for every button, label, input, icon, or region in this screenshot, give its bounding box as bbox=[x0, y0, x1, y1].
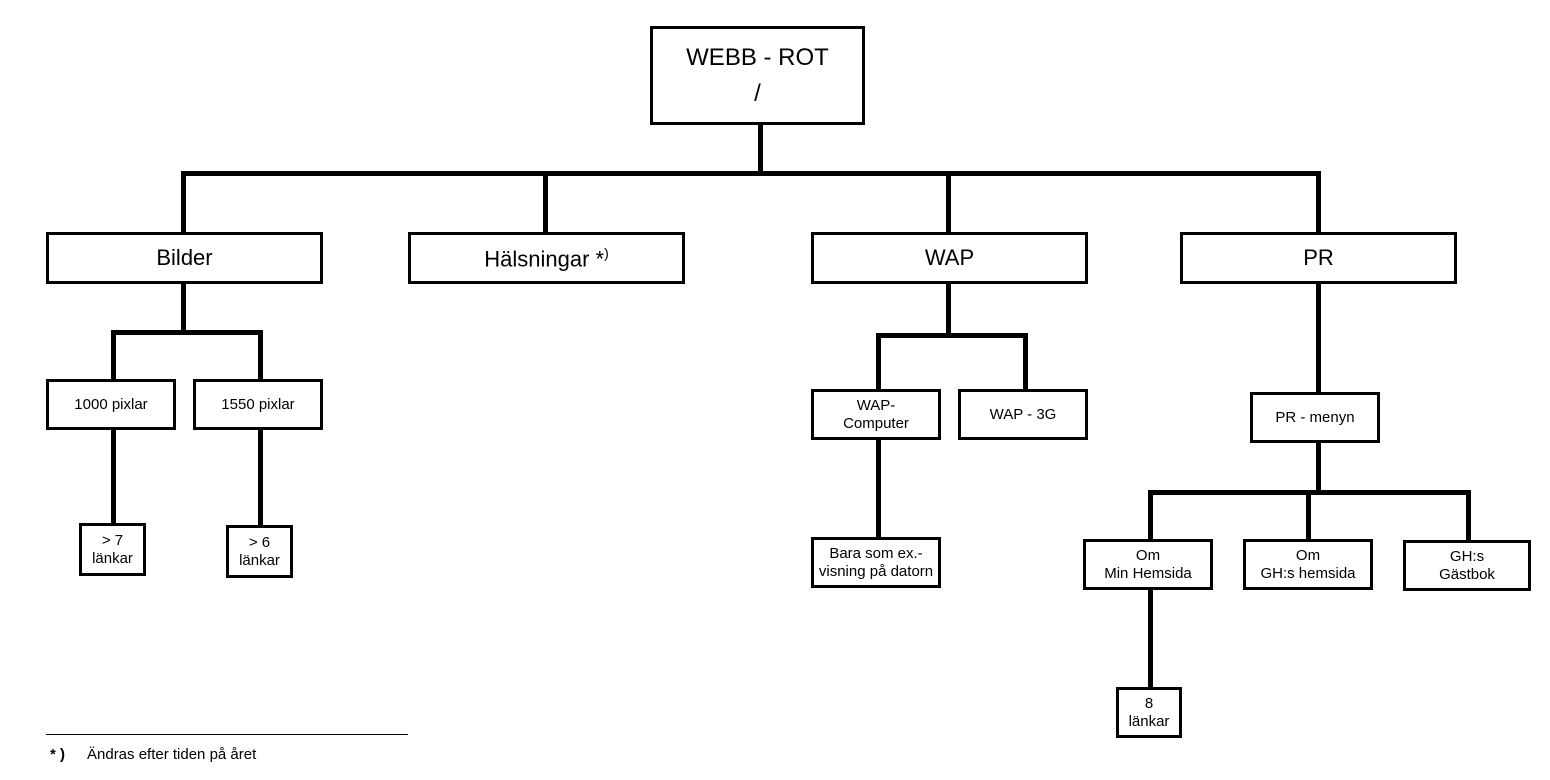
node-wap-3g: WAP - 3G bbox=[958, 389, 1088, 440]
node-8-links: 8 länkar bbox=[1116, 687, 1182, 738]
connector bbox=[181, 171, 1321, 176]
node-1550-pixlar-label: 1550 pixlar bbox=[221, 395, 295, 413]
node-1000-links: > 7 länkar bbox=[79, 523, 146, 576]
node-1000-pixlar: 1000 pixlar bbox=[46, 379, 176, 430]
links-count: 8 bbox=[1144, 695, 1154, 713]
node-pr-menyn: PR - menyn bbox=[1250, 392, 1380, 443]
connector bbox=[258, 330, 263, 380]
node-wap-computer-note: Bara som ex.- visning på datorn bbox=[811, 537, 941, 588]
connector bbox=[181, 283, 186, 333]
links-label: länkar bbox=[1128, 712, 1170, 730]
connector bbox=[111, 330, 263, 335]
note-line2: visning på datorn bbox=[818, 562, 934, 580]
footnote-mark: ) bbox=[604, 244, 609, 261]
node-1000-pixlar-label: 1000 pixlar bbox=[74, 395, 148, 413]
node-wap: WAP bbox=[811, 232, 1088, 284]
node-om-min-line2: Min Hemsida bbox=[1104, 564, 1192, 582]
node-halsningar-label: Hälsningar * bbox=[484, 246, 605, 272]
connector bbox=[1466, 490, 1471, 542]
root-node: WEBB - ROT / bbox=[650, 26, 865, 125]
connector bbox=[876, 438, 881, 538]
node-om-min-line1: Om bbox=[1135, 547, 1161, 565]
node-om-min-hemsida: Om Min Hemsida bbox=[1083, 539, 1213, 590]
connector bbox=[1306, 490, 1311, 540]
connector bbox=[1148, 588, 1153, 688]
node-om-gh-line1: Om bbox=[1295, 547, 1321, 565]
footnote-text: Ändras efter tiden på året bbox=[87, 746, 257, 763]
node-1550-pixlar: 1550 pixlar bbox=[193, 379, 323, 430]
node-wap-computer-line1: WAP- bbox=[856, 397, 896, 415]
connector bbox=[1316, 441, 1321, 493]
note-line1: Bara som ex.- bbox=[829, 545, 923, 563]
node-bilder: Bilder bbox=[46, 232, 323, 284]
connector bbox=[111, 428, 116, 524]
connector bbox=[1316, 283, 1321, 393]
connector bbox=[111, 330, 116, 380]
connector bbox=[876, 333, 881, 390]
node-pr: PR bbox=[1180, 232, 1457, 284]
root-path: / bbox=[754, 79, 761, 107]
connector bbox=[1148, 490, 1153, 540]
node-gastbok-line2: Gästbok bbox=[1439, 565, 1495, 583]
connector bbox=[258, 428, 263, 526]
node-wap-label: WAP bbox=[924, 245, 975, 271]
connector bbox=[758, 124, 763, 174]
connector bbox=[181, 171, 186, 234]
node-gh-gastbok: GH:s Gästbok bbox=[1403, 540, 1531, 591]
links-count: > 6 bbox=[248, 534, 271, 552]
connector bbox=[946, 171, 951, 234]
links-label: länkar bbox=[92, 549, 133, 567]
footnote-symbol: * ) bbox=[50, 746, 65, 763]
connector bbox=[876, 333, 1028, 338]
connector bbox=[543, 171, 548, 234]
node-pr-label: PR bbox=[1303, 245, 1334, 271]
node-pr-menyn-label: PR - menyn bbox=[1275, 408, 1355, 426]
connector bbox=[1316, 171, 1321, 234]
root-title: WEBB - ROT bbox=[686, 43, 829, 71]
node-halsningar: Hälsningar *) bbox=[408, 232, 685, 284]
node-wap-computer: WAP- Computer bbox=[811, 389, 941, 440]
links-label: länkar bbox=[239, 551, 280, 569]
footnote: * ) Ändras efter tiden på året bbox=[50, 746, 256, 763]
node-bilder-label: Bilder bbox=[156, 245, 213, 271]
node-om-gh-hemsida: Om GH:s hemsida bbox=[1243, 539, 1373, 590]
connector bbox=[1023, 333, 1028, 390]
node-halsningar-text: Hälsningar *) bbox=[484, 245, 609, 272]
footnote-divider bbox=[46, 734, 408, 735]
links-count: > 7 bbox=[101, 532, 124, 550]
node-wap-3g-label: WAP - 3G bbox=[989, 405, 1057, 423]
connector bbox=[946, 283, 951, 336]
node-1550-links: > 6 länkar bbox=[226, 525, 293, 578]
node-om-gh-line2: GH:s hemsida bbox=[1260, 564, 1356, 582]
node-wap-computer-line2: Computer bbox=[843, 414, 909, 432]
node-gastbok-line1: GH:s bbox=[1449, 548, 1485, 566]
